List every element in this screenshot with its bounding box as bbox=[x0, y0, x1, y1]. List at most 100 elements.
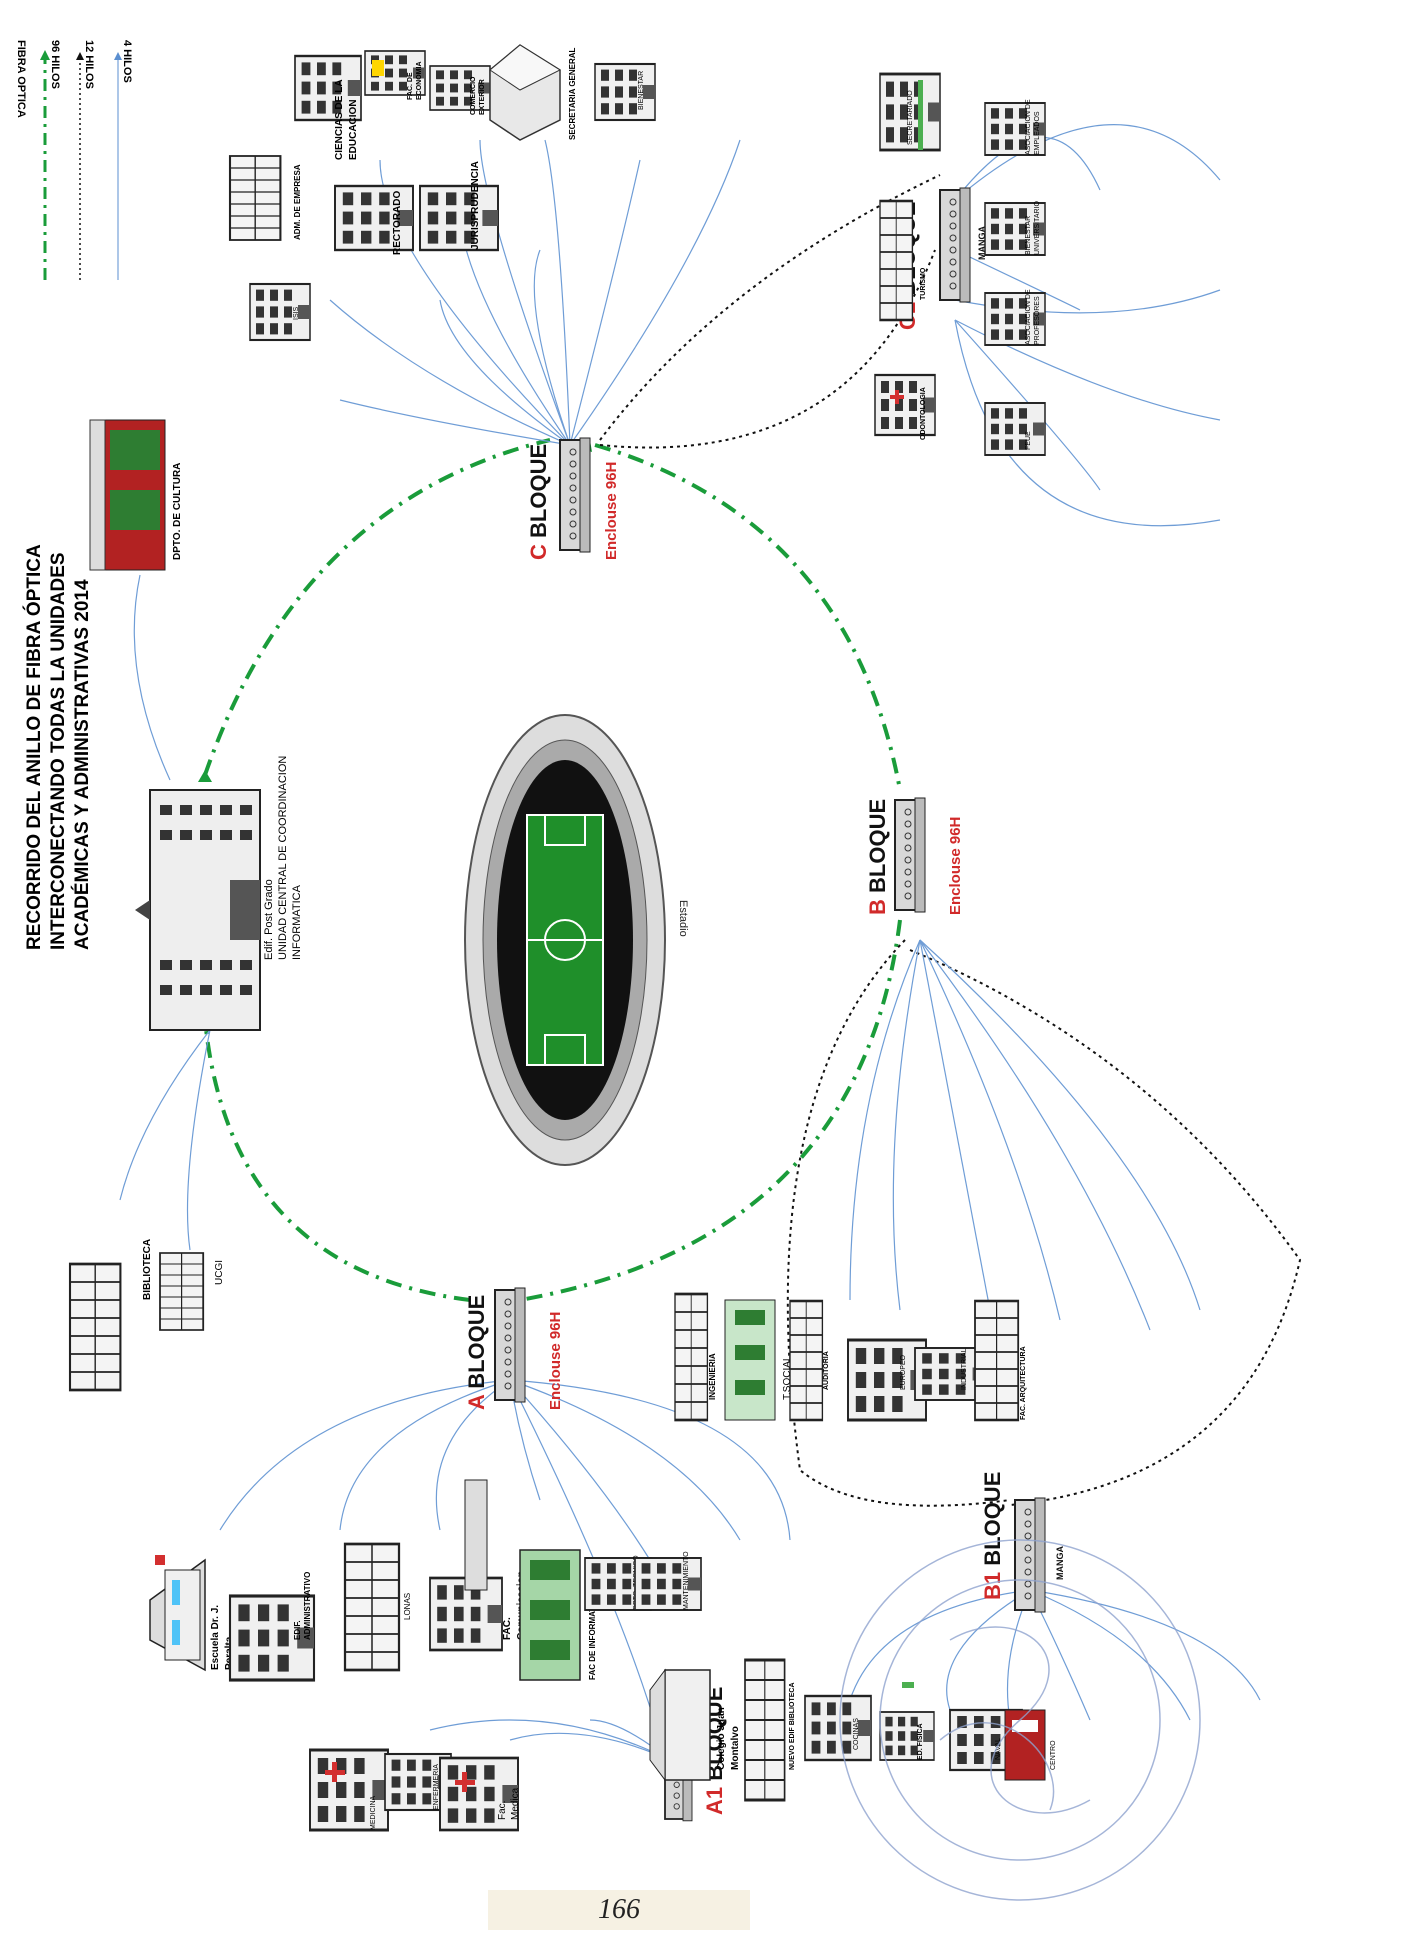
building-mantenimiento-label: MANTENIMIENTO bbox=[683, 1551, 690, 1610]
title-line-3: ACADÉMICAS Y ADMINISTRATIVAS 2014 bbox=[71, 579, 93, 950]
building-economia-label-1: FAC. DE bbox=[407, 72, 414, 100]
building-small-1[interactable]: ISIS bbox=[248, 282, 312, 342]
building-centro[interactable]: CENTRO bbox=[1004, 1709, 1057, 1781]
building-asoc-empleados[interactable]: ASOCIACION DE EMPLEADOS bbox=[984, 99, 1046, 156]
enclosure-a[interactable] bbox=[494, 1287, 526, 1403]
block-b1-sub: MANGA bbox=[1055, 1546, 1065, 1580]
building-jurisprudencia-label: JURISPRUDENCIA bbox=[470, 161, 481, 250]
building-naval[interactable]: NAVAL bbox=[948, 1708, 1024, 1772]
svg-text:B BLOQUE: B BLOQUE bbox=[865, 799, 890, 915]
building-arquitectura-label: FAC. ARQUITECTURA bbox=[1020, 1346, 1027, 1420]
building-jurisprudencia[interactable]: JURISPRUDENCIA bbox=[418, 161, 500, 252]
building-auditoria[interactable]: AUDITORIA bbox=[788, 1299, 830, 1422]
legend-label-12: 12 HILOS bbox=[83, 40, 95, 89]
building-asoc-empleados-label-1: ASOCIACION DE bbox=[1025, 99, 1032, 155]
building-bienestar-univ[interactable]: BIENESTAR UNIVERSITARIO bbox=[984, 201, 1046, 256]
building-europeo-label: EUROPEO bbox=[900, 1354, 907, 1390]
building-medicina[interactable]: MEDICINA bbox=[308, 1748, 390, 1832]
fiber-links-12 bbox=[599, 174, 1302, 1507]
building-ciencias[interactable]: CIENCIAS DE LA EDUCACION bbox=[293, 54, 363, 160]
building-fac-medica[interactable]: Fac. Medica bbox=[438, 1756, 521, 1832]
building-turismo-label: TURISMO bbox=[920, 267, 927, 300]
building-centro-label: CENTRO bbox=[1050, 1740, 1057, 1770]
building-asoc-profesores[interactable]: ASOCIACION DE PROFESORES bbox=[984, 289, 1046, 346]
building-informatica-label: FAC DE INFORMATICA bbox=[588, 1593, 597, 1680]
building-arquitectura[interactable]: FAC. ARQUITECTURA bbox=[973, 1299, 1027, 1422]
enclosure-b1[interactable] bbox=[1014, 1497, 1046, 1613]
building-colegio[interactable]: Colegio Juan Montalvo bbox=[649, 1668, 741, 1782]
building-enfermeria-label: ENFERMERIA bbox=[433, 1764, 440, 1810]
building-asoc-profesores-label-2: PROFESORES bbox=[1034, 296, 1041, 345]
enclosure-c1[interactable] bbox=[939, 187, 971, 303]
building-fisica[interactable]: ED. FISICA bbox=[879, 1682, 935, 1761]
building-cultura[interactable]: DPTO. DE CULTURA bbox=[89, 419, 183, 571]
stadium-label: Estadio bbox=[677, 900, 689, 937]
block-b1-letter: B1 bbox=[980, 1572, 1005, 1600]
building-administrativo[interactable]: EDIF. ADMINISTRATIVO bbox=[228, 1572, 316, 1682]
building-rectorado[interactable]: RECTORADO bbox=[333, 184, 415, 255]
building-comercio[interactable]: COMERCIO EXTERIOR bbox=[429, 65, 491, 115]
building-ciencias-label-2: EDUCACION bbox=[348, 99, 359, 160]
building-informatica[interactable]: FAC DE INFORMATICA bbox=[519, 1549, 597, 1681]
building-colegio-label-2: Montalvo bbox=[730, 1726, 741, 1770]
building-nuevo-edif-label: NUEVO EDIF BIBLIOTECA bbox=[789, 1682, 796, 1770]
building-economia-label-2: ECONOMIA bbox=[416, 62, 423, 101]
building-adm-empresa-label: ADM. DE EMPRESA bbox=[293, 164, 302, 240]
building-small-2[interactable]: BIENESTAR bbox=[593, 62, 657, 122]
building-cocinas[interactable]: COCINAS bbox=[803, 1694, 873, 1762]
title-line-2: INTERCONECTANDO TODAS LA UNIDADES bbox=[48, 552, 69, 950]
building-fisica-label: ED. FISICA bbox=[917, 1723, 924, 1760]
building-secretariado[interactable]: SECRETARIADO bbox=[878, 72, 942, 152]
central-label-2: UNIDAD CENTRAL DE COORDINACION bbox=[277, 756, 289, 960]
building-secretaria[interactable]: SECRETARIA GENERAL bbox=[489, 44, 577, 141]
building-lonas[interactable]: LONAS bbox=[343, 1542, 412, 1672]
diagram-title: RECORRIDO DEL ANILLO DE FIBRA ÓPTICA INT… bbox=[23, 544, 93, 950]
building-administrativo-label-1: EDIF. bbox=[293, 1620, 302, 1640]
building-bienestar-univ-label-1: BIENESTAR bbox=[1025, 216, 1032, 255]
building-industrial[interactable]: INDUSTRIAL bbox=[914, 1347, 988, 1401]
building-odontologia[interactable]: ODONTOLOGIA bbox=[873, 373, 937, 440]
fiber-ring-96 bbox=[203, 438, 902, 1302]
stadium: Estadio bbox=[464, 714, 689, 1166]
building-ucgi[interactable]: UCGI bbox=[159, 1252, 225, 1331]
building-small-1-label: ISIS bbox=[293, 306, 300, 320]
building-comunicacion[interactable]: FAC. Comunicacion bbox=[428, 1479, 527, 1652]
building-naval-label: NAVAL bbox=[995, 1738, 1002, 1760]
block-b-word: BLOQUE bbox=[865, 799, 890, 893]
building-escuela[interactable]: Escuela Dr. J. Peralta bbox=[149, 1555, 235, 1672]
building-auditoria-label: AUDITORIA bbox=[823, 1351, 830, 1390]
building-comercio-label-2: EXTERIOR bbox=[479, 79, 486, 115]
building-fac-medica-label-2: Medica bbox=[510, 1787, 521, 1820]
enclosure-c[interactable] bbox=[559, 437, 591, 553]
building-nuevo-edif[interactable]: NUEVO EDIF BIBLIOTECA bbox=[743, 1658, 796, 1802]
building-fedeuleam[interactable]: FEUE bbox=[984, 402, 1046, 456]
block-a-word: BLOQUE bbox=[464, 1295, 489, 1389]
enclosure-b[interactable] bbox=[894, 797, 926, 913]
building-biblioteca[interactable]: BIBLIOTECA bbox=[68, 1239, 153, 1392]
building-asoc-empleados-label-2: EMPLEADOS bbox=[1034, 111, 1041, 155]
building-economia[interactable]: FAC. DE ECONOMIA bbox=[364, 50, 426, 101]
svg-text:B1 BLOQUE: B1 BLOQUE bbox=[980, 1472, 1005, 1600]
building-asoc-profesores-label-1: ASOCIACION DE bbox=[1025, 289, 1032, 345]
official-seal bbox=[839, 1539, 1201, 1901]
fiber-links-4 bbox=[119, 124, 1261, 1761]
svg-text:A BLOQUE: A BLOQUE bbox=[464, 1295, 489, 1410]
building-medicina-label: MEDICINA bbox=[370, 1795, 377, 1830]
building-mantenimiento[interactable]: MANTENIMIENTO bbox=[634, 1551, 702, 1611]
building-administrativo-label-2: ADMINISTRATIVO bbox=[303, 1572, 312, 1640]
building-turismo[interactable]: TURISMO bbox=[878, 199, 927, 322]
building-ingenieria[interactable]: INGENIERIA bbox=[673, 1292, 717, 1422]
building-enfermeria[interactable]: ENFERMERIA bbox=[383, 1752, 453, 1812]
page-number: 166 bbox=[488, 1890, 750, 1930]
central-building[interactable]: Edif. Post Grado UNIDAD CENTRAL DE COORD… bbox=[135, 756, 303, 1031]
building-fedeuleam-label: FEUE bbox=[1025, 431, 1032, 450]
block-a1-letter: A1 bbox=[702, 1787, 727, 1815]
building-adm-empresa[interactable]: ADM. DE EMPRESA bbox=[228, 154, 302, 242]
building-biblioteca-label: BIBLIOTECA bbox=[142, 1239, 153, 1300]
building-bienestar-univ-label-2: UNIVERSITARIO bbox=[1034, 201, 1041, 255]
building-comercio-label-1: COMERCIO bbox=[470, 76, 477, 115]
building-europeo[interactable]: EUROPEO bbox=[846, 1338, 928, 1422]
building-t-social[interactable]: T.SOCIAL bbox=[724, 1299, 793, 1421]
block-b1-word: BLOQUE bbox=[980, 1472, 1005, 1566]
central-label-3: INFORMATICA bbox=[291, 884, 303, 960]
